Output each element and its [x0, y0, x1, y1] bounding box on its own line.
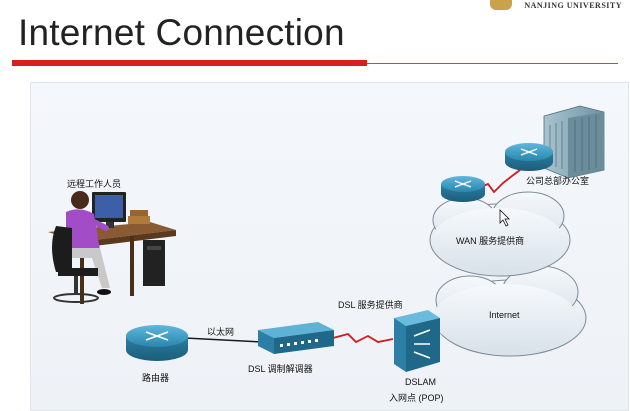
label-teleworker: 远程工作人员	[67, 177, 121, 190]
hq-router-icon	[505, 143, 553, 171]
ethernet-link	[185, 338, 262, 342]
teleworker-workstation-icon	[48, 191, 176, 304]
label-pop: 入网点 (POP)	[389, 391, 444, 404]
label-wan-provider: WAN 服务提供商	[456, 234, 524, 247]
dslam-icon	[394, 310, 440, 372]
dsl-link	[333, 334, 393, 342]
label-dsl-provider: DSL 服务提供商	[338, 298, 403, 311]
label-dsl-modem: DSL 调制解调器	[248, 362, 313, 375]
label-headquarters: 公司总部办公室	[526, 174, 589, 187]
label-router: 路由器	[142, 371, 169, 384]
label-dslam: DSLAM	[405, 377, 436, 387]
label-internet: Internet	[489, 310, 520, 320]
label-ethernet: 以太网	[207, 325, 234, 338]
dsl-modem-icon	[258, 322, 334, 354]
headquarters-building-icon	[544, 106, 604, 178]
wan-router-icon	[441, 176, 485, 202]
home-router-icon	[126, 325, 188, 361]
